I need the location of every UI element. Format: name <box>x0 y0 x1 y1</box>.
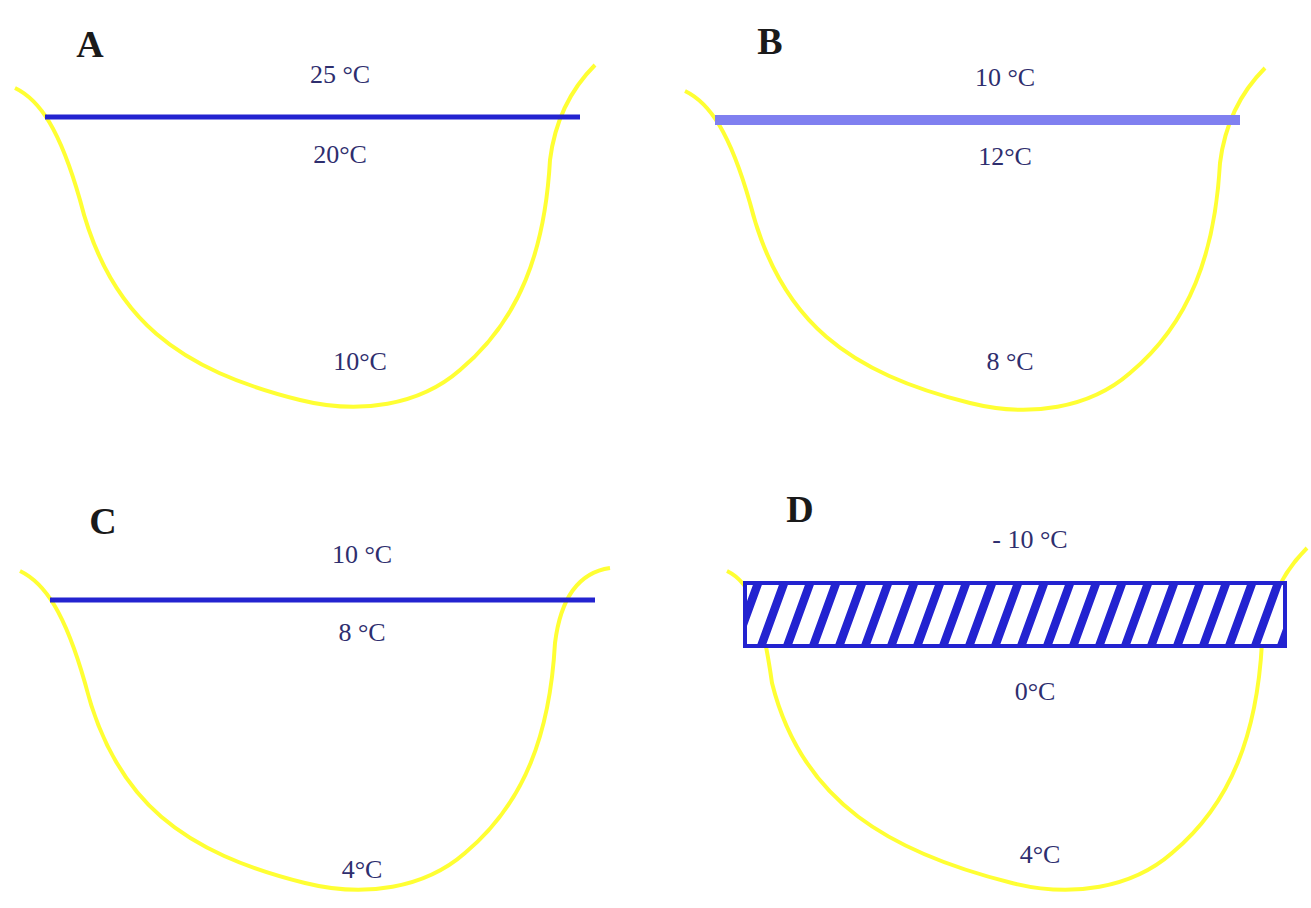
temperature-label: 25 °C <box>310 61 370 90</box>
temperature-label: 8 °C <box>338 619 385 648</box>
temperature-label: 4°C <box>1020 841 1061 870</box>
temperature-label: 0°C <box>1015 678 1056 707</box>
temperature-label: 4°C <box>342 856 383 885</box>
lake-d <box>727 548 1307 890</box>
lake-a <box>15 65 595 407</box>
panel-letter: A <box>76 24 103 66</box>
panel-letter: C <box>89 501 116 543</box>
temperature-label: 10°C <box>333 348 387 377</box>
temperature-label: 12°C <box>978 143 1032 172</box>
temperature-label: 10 °C <box>332 541 392 570</box>
lake-c <box>20 568 610 890</box>
temperature-label: 10 °C <box>975 64 1035 93</box>
panel-letter: B <box>757 21 782 63</box>
lake-b <box>685 68 1265 410</box>
panel-letter: D <box>786 489 813 531</box>
temperature-label: 20°C <box>313 141 367 170</box>
temperature-label: 8 °C <box>986 348 1033 377</box>
temperature-label: - 10 °C <box>992 526 1067 555</box>
